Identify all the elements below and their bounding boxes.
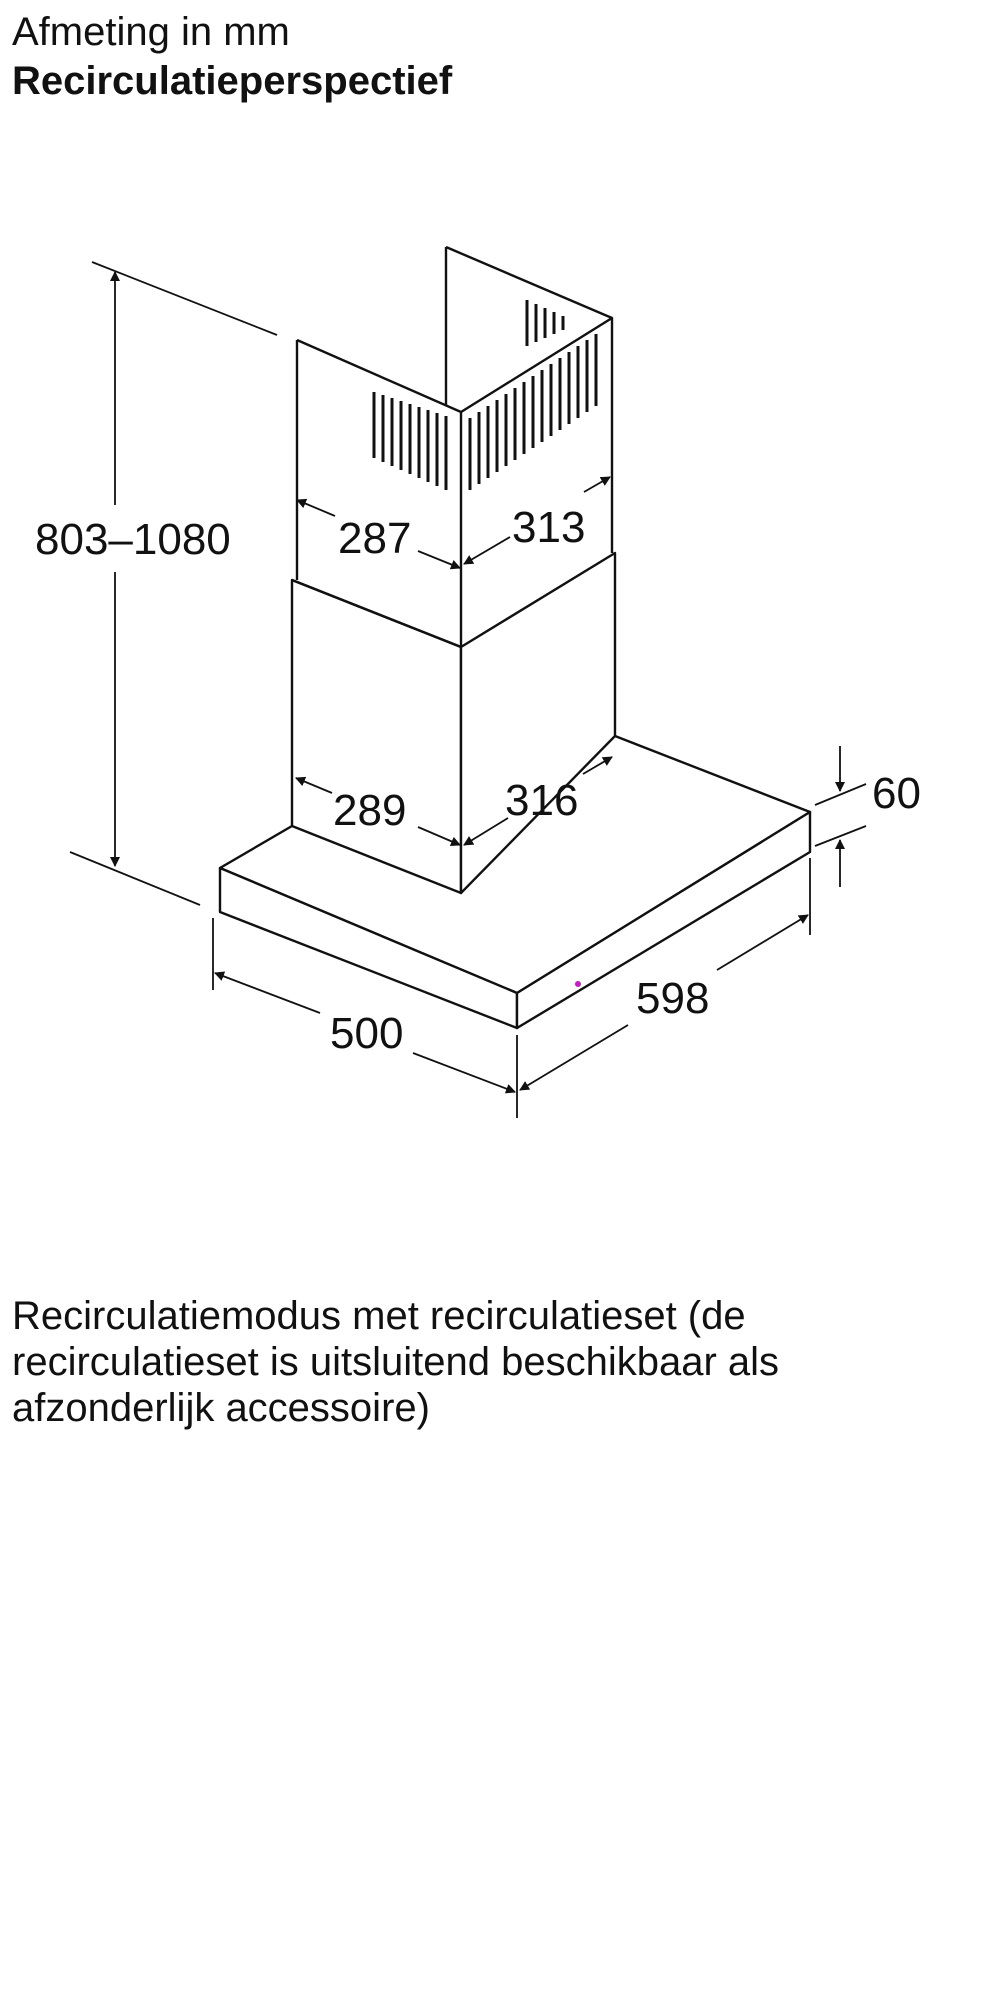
dimension-height: 803–1080 [35,515,231,564]
lower-chimney-right [459,551,617,895]
upper-chimney-back [445,245,613,320]
caption: Recirculatiemodus met recirculatieset (d… [12,1294,780,1430]
dimension-canopy-thickness: 60 [872,769,921,818]
dimension-chimney-bottom-left: 289 [333,786,406,835]
dimension-chimney-bottom-right: 316 [505,776,578,825]
dimension-chimney-top-right: 313 [512,503,585,552]
hood-outline [218,245,812,1030]
subtitle: Recirculatieperspectief [12,59,453,103]
title: Afmeting in mm [12,10,290,54]
dimension-canopy-width: 598 [636,974,709,1023]
hood-dimension-drawing: 803–1080 287 313 289 316 60 500 598 [35,245,921,1118]
marker-dot [575,981,581,987]
canopy-front-right [515,810,812,1030]
dimension-chimney-top-left: 287 [338,514,411,563]
vent-slots [372,300,598,490]
dimension-canopy-depth: 500 [330,1009,403,1058]
dimension-lines [69,261,867,1118]
